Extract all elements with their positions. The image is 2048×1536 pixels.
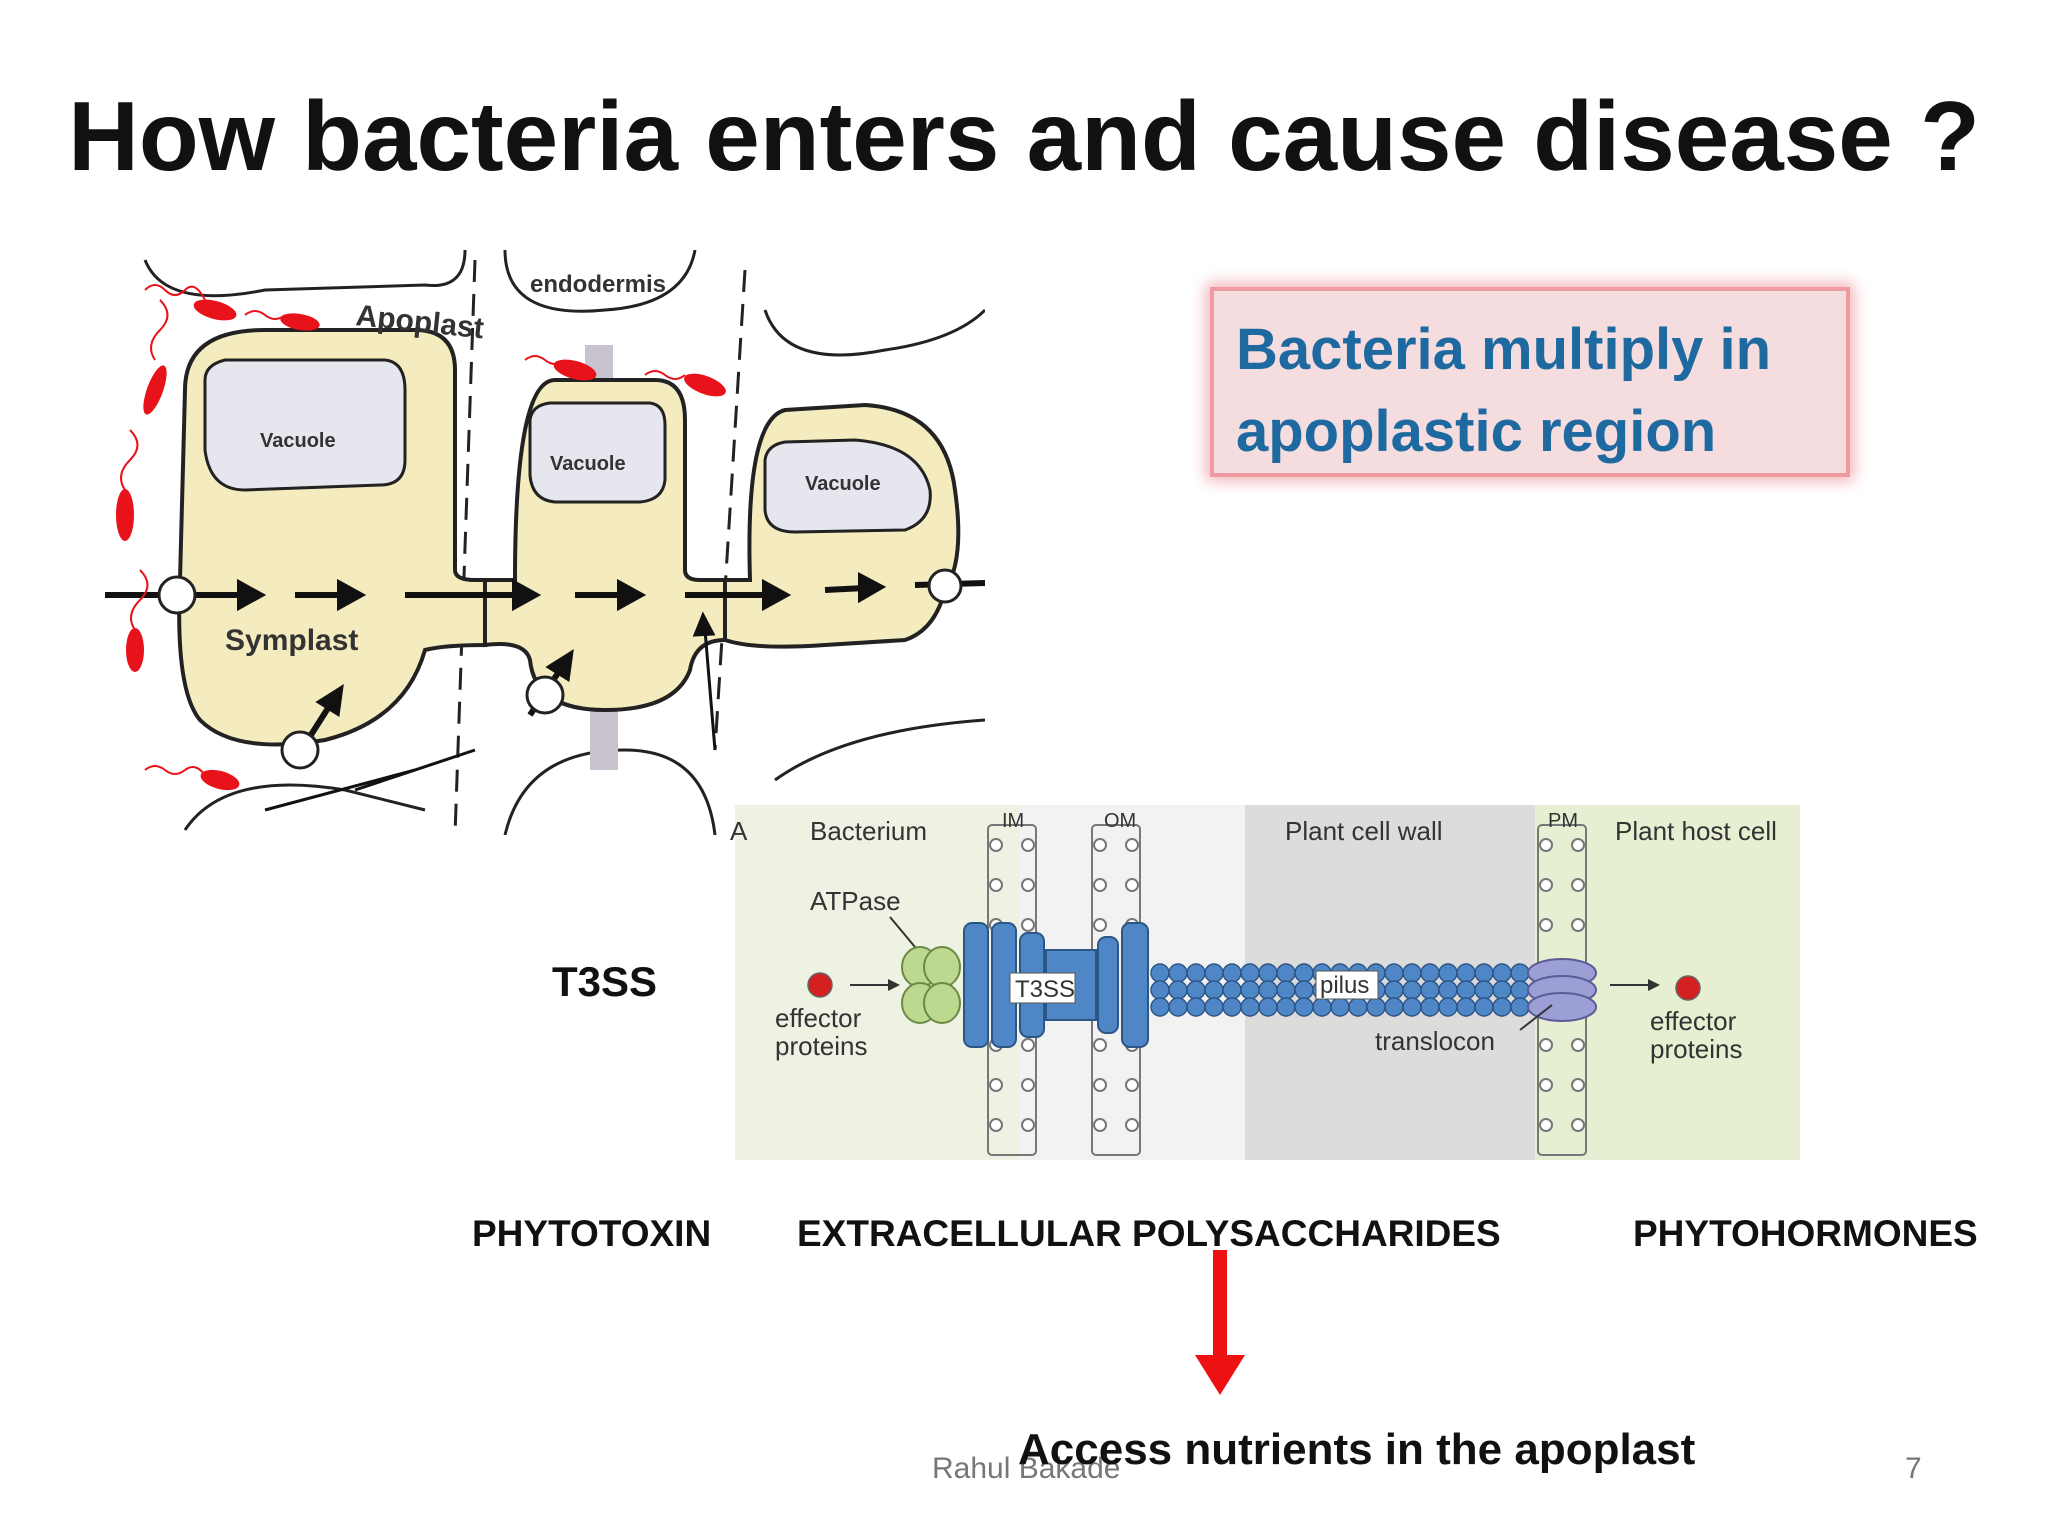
plant-host-cell-label: Plant host cell — [1615, 816, 1777, 846]
callout-text: Bacteria multiply in apoplastic region — [1236, 317, 1772, 464]
effector-label-left: effector — [775, 1003, 862, 1033]
pm-label: PM — [1548, 810, 1578, 832]
bacterium-label: Bacterium — [810, 816, 927, 846]
down-arrow-icon — [1195, 1250, 1245, 1395]
im-label: IM — [1002, 810, 1024, 832]
effector-label-right-2: proteins — [1650, 1034, 1743, 1064]
vacuole-label: Vacuole — [260, 430, 336, 452]
panel-label: A — [730, 816, 748, 846]
symplast-label: Symplast — [225, 624, 358, 657]
page-number: 7 — [1905, 1452, 1922, 1485]
phytotoxin-label: PHYTOTOXIN — [472, 1213, 712, 1254]
effector-protein-icon — [807, 972, 833, 998]
effector-label-right: effector — [1650, 1006, 1737, 1036]
endodermis-label: endodermis — [530, 271, 666, 298]
t3ss-diagram: A Bacterium IM OM Plant cell wall PM Pla… — [730, 805, 1800, 1160]
callout-box: Bacteria multiply in apoplastic region — [1210, 287, 1850, 477]
slide-title: How bacteria enters and cause disease ? — [68, 81, 1980, 191]
vacuole-label: Vacuole — [805, 473, 881, 495]
eps-label: EXTRACELLULAR POLYSACCHARIDES — [797, 1213, 1501, 1254]
phytohormones-label: PHYTOHORMONES — [1633, 1213, 1978, 1254]
pilus-label: pilus — [1320, 972, 1369, 999]
effector-protein-icon — [1675, 975, 1701, 1001]
vacuole-label: Vacuole — [550, 453, 626, 475]
translocon-icon — [1527, 958, 1597, 1022]
atpase-icon — [901, 946, 961, 1024]
plant-cell-wall-label: Plant cell wall — [1285, 816, 1443, 846]
t3ss-diagram-label: T3SS — [1015, 976, 1075, 1003]
author-label: Rahul Bakade — [932, 1452, 1121, 1485]
pilus-icon — [1150, 963, 1530, 1017]
om-label: OM — [1104, 810, 1136, 832]
effector-label-left-2: proteins — [775, 1031, 868, 1061]
t3ss-label: T3SS — [552, 958, 658, 1005]
conclusion-text: Access nutrients in the apoplast — [1018, 1425, 1696, 1474]
atpase-label: ATPase — [810, 886, 901, 916]
bacteria-icon — [116, 299, 726, 791]
translocon-label: translocon — [1375, 1026, 1495, 1056]
root-cross-section-diagram: Vacuole Vacuole Vacuole endodermis Apopl… — [85, 250, 985, 835]
